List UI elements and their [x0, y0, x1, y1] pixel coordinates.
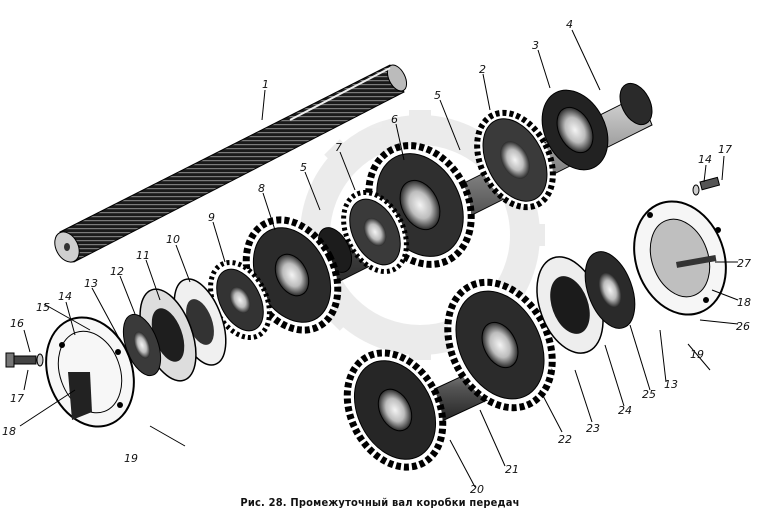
callout-20: 20: [470, 483, 484, 496]
callout-26: 26: [736, 320, 750, 333]
rear-cover-assembly: [536, 176, 727, 354]
callout-7: 7: [335, 141, 342, 154]
callout-22: 22: [558, 433, 572, 446]
callout-5b: 5: [300, 161, 307, 174]
callout-27: 27: [737, 257, 751, 270]
callout-23: 23: [586, 422, 600, 435]
splined-shaft: [54, 64, 408, 263]
callout-8: 8: [258, 182, 265, 195]
callout-25: 25: [642, 388, 656, 401]
lower-gear-cluster: [343, 278, 556, 471]
front-cover-assembly: [5, 278, 227, 428]
callout-10: 10: [166, 233, 180, 246]
callout-19b: 19: [690, 348, 704, 361]
callout-21: 21: [505, 463, 519, 476]
callout-13b: 13: [664, 378, 678, 391]
callout-15: 15: [36, 301, 50, 314]
callout-16: 16: [10, 317, 24, 330]
callout-19: 19: [124, 452, 138, 465]
callout-11: 11: [136, 249, 150, 262]
callout-1: 1: [262, 78, 269, 91]
callout-18b: 18: [737, 296, 751, 309]
callout-17: 17: [10, 392, 24, 405]
callout-13: 13: [84, 277, 98, 290]
callout-18: 18: [2, 425, 16, 438]
callout-14: 14: [58, 290, 72, 303]
intermediate-shaft-assembly: [208, 82, 653, 341]
callout-6: 6: [391, 113, 398, 126]
callout-2: 2: [479, 63, 486, 76]
callout-4: 4: [566, 18, 573, 31]
callout-24: 24: [618, 404, 632, 417]
callout-9: 9: [208, 211, 215, 224]
callout-12: 12: [110, 265, 124, 278]
leader-lines: [19, 29, 739, 488]
callout-14b: 14: [698, 153, 712, 166]
callout-17b: 17: [718, 143, 732, 156]
callout-labels: 1 2 3 4 5 6 7 5 8 9 10 11 12 13 14 15 16…: [2, 18, 751, 496]
callout-3: 3: [532, 39, 539, 52]
callout-5: 5: [434, 89, 441, 102]
figure-caption: Рис. 28. Промежуточный вал коробки перед…: [240, 496, 520, 509]
